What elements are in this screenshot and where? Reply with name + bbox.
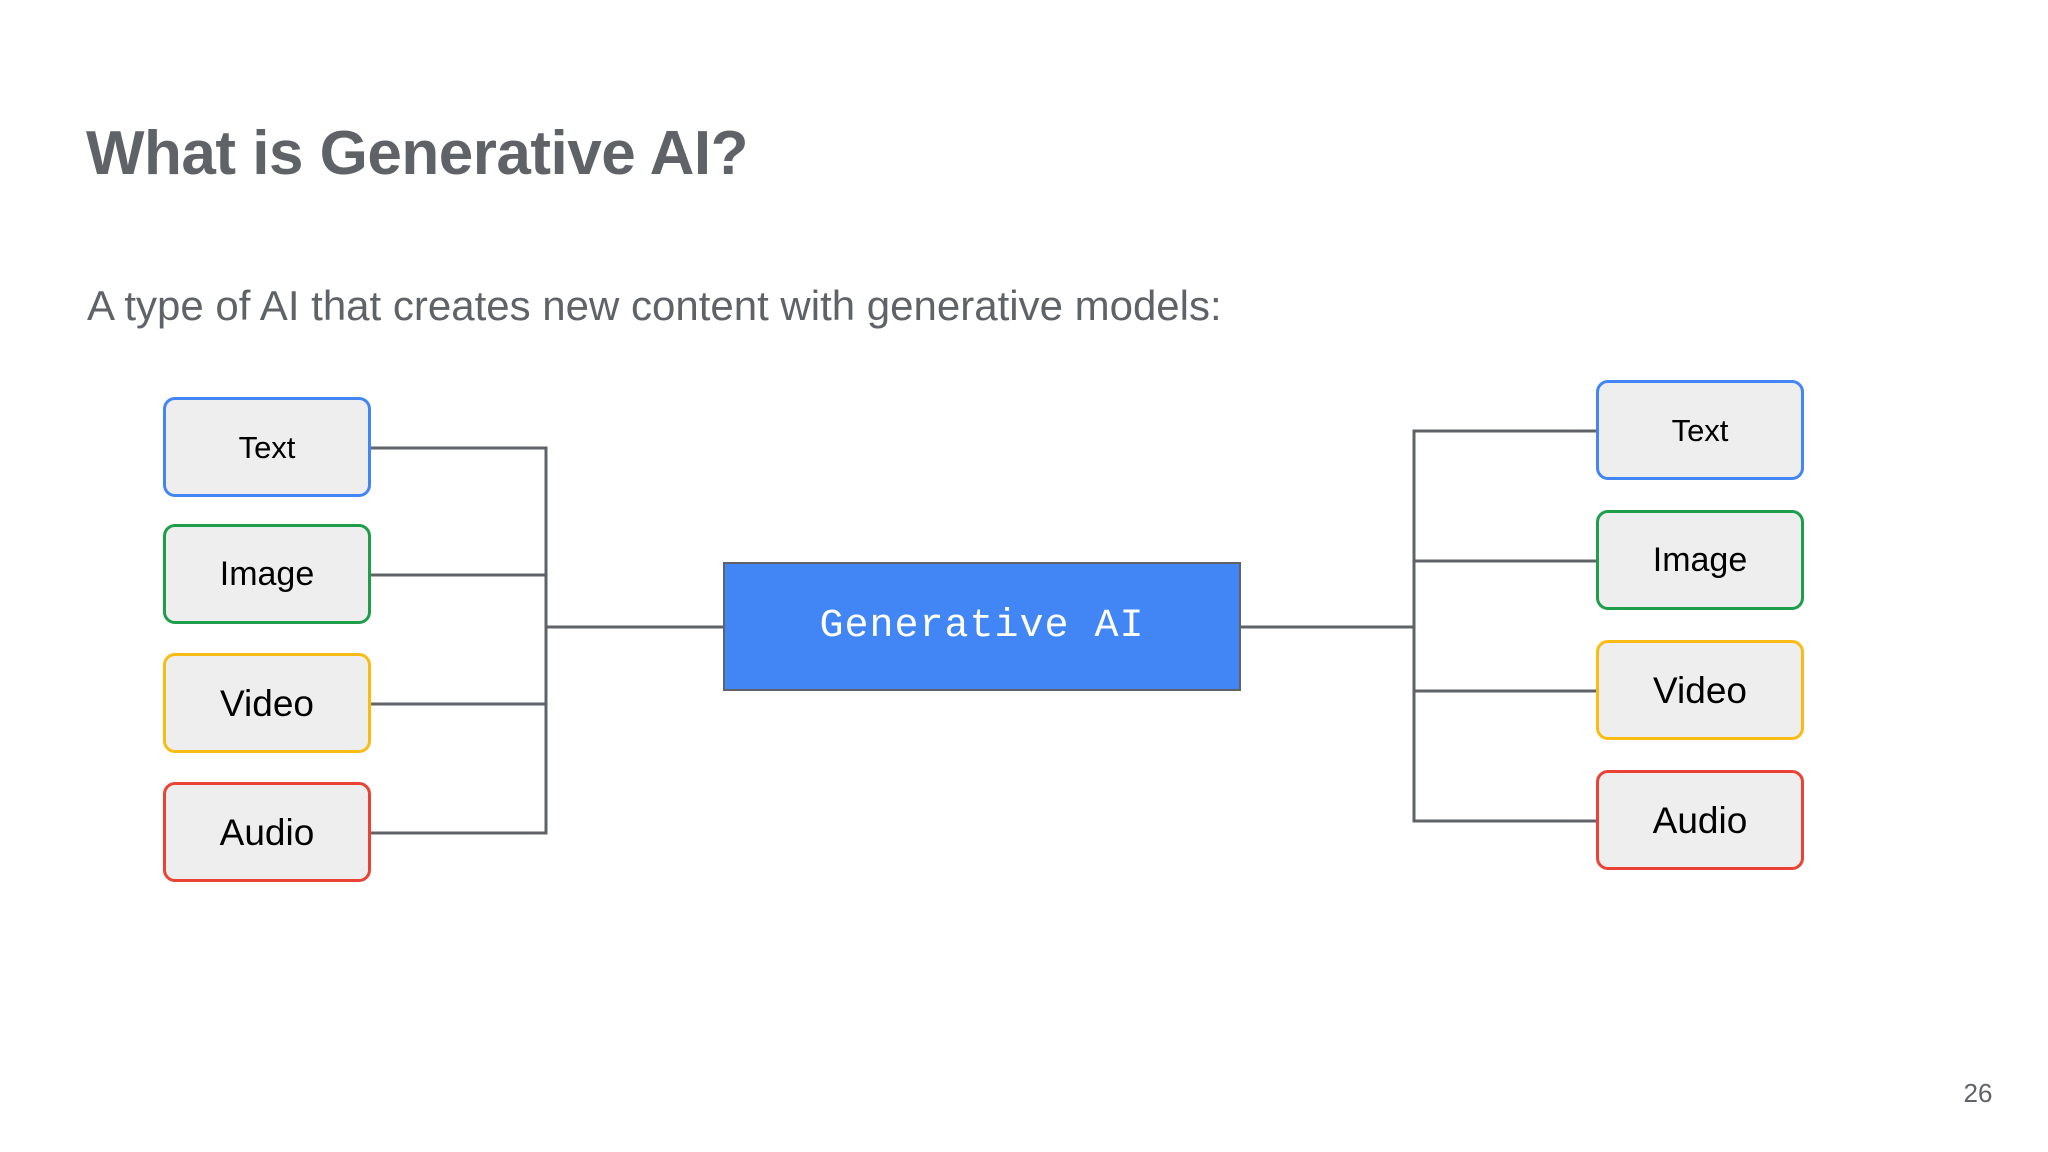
input-node-text-label: Text: [238, 429, 296, 465]
center-node-generative-ai[interactable]: Generative AI: [723, 562, 1241, 691]
input-node-text[interactable]: Text: [163, 397, 371, 497]
page-subtitle: A type of AI that creates new content wi…: [87, 282, 1222, 329]
output-node-image[interactable]: Image: [1596, 510, 1804, 610]
output-node-image-label: Image: [1652, 541, 1748, 579]
output-node-audio[interactable]: Audio: [1596, 770, 1804, 870]
output-node-audio-label: Audio: [1652, 799, 1748, 841]
output-node-text-label: Text: [1671, 412, 1729, 448]
output-node-video[interactable]: Video: [1596, 640, 1804, 740]
input-node-video[interactable]: Video: [163, 653, 371, 753]
input-node-image-label: Image: [219, 555, 315, 593]
input-node-audio[interactable]: Audio: [163, 782, 371, 882]
page-title: What is Generative AI?: [86, 119, 748, 188]
input-node-video-label: Video: [220, 682, 314, 724]
output-node-video-label: Video: [1653, 669, 1747, 711]
center-node-label: Generative AI: [819, 604, 1145, 649]
input-node-image[interactable]: Image: [163, 524, 371, 624]
output-node-text[interactable]: Text: [1596, 380, 1804, 480]
input-node-audio-label: Audio: [219, 811, 315, 853]
page-number: 26: [1963, 1078, 1993, 1108]
